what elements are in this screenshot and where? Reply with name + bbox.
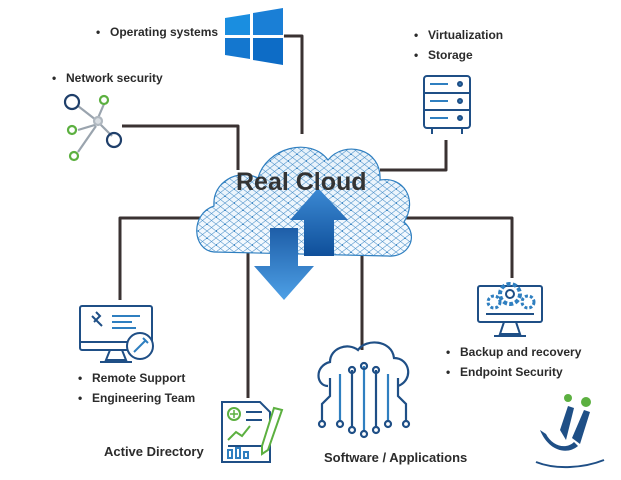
active-directory-label: Active Directory [104, 444, 204, 459]
network-security-label: Network security [50, 68, 163, 88]
remote-support-icon [79, 305, 154, 363]
brand-logo-icon [535, 394, 605, 469]
monitor-gears-icon [477, 282, 543, 337]
software-applications-label: Software / Applications [324, 450, 468, 465]
list-item: Operating systems [94, 22, 218, 42]
document-chart-icon [221, 401, 284, 463]
list-item: Network security [50, 68, 163, 88]
network-nodes-icon [63, 93, 123, 162]
diagram-title: Real Cloud [236, 168, 367, 196]
connector-remote-support [118, 216, 206, 300]
server-icon [423, 75, 471, 134]
list-item: Endpoint Security [444, 362, 581, 382]
connector-operating-systems [284, 34, 304, 134]
list-item: Backup and recovery [444, 342, 581, 362]
upload-arrow-icon [290, 188, 348, 256]
circuit-cloud-icon [317, 341, 411, 439]
list-item: Engineering Team [76, 388, 195, 408]
windows-logo-icon [225, 8, 283, 65]
list-item: Virtualization [412, 25, 503, 45]
list-item: Storage [412, 45, 503, 65]
virtualization-storage-label: Virtualization Storage [412, 25, 503, 65]
download-arrow-icon [254, 228, 314, 300]
connector-backup [406, 216, 514, 278]
remote-support-label: Remote Support Engineering Team [76, 368, 195, 408]
list-item: Remote Support [76, 368, 195, 388]
connector-network-security [122, 124, 240, 170]
connector-virtualization [380, 140, 448, 172]
operating-systems-label: Operating systems [94, 22, 218, 42]
backup-endpoint-label: Backup and recovery Endpoint Security [444, 342, 581, 382]
